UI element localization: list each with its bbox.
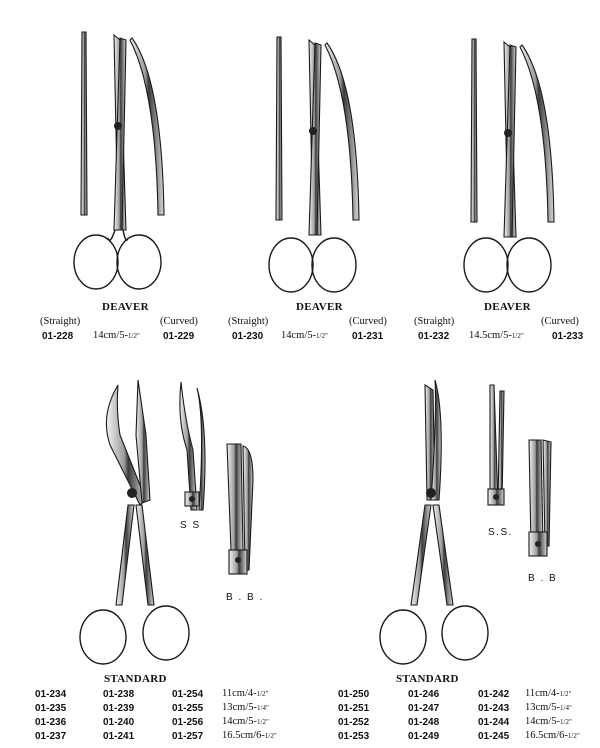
code-cell: 01-245 (478, 731, 510, 742)
deaver-title: DEAVER (484, 301, 531, 313)
code-cell: 01-257 (172, 731, 204, 742)
standard-title: STANDARD (396, 673, 459, 685)
code-cell: 01-236 (35, 717, 67, 728)
size-cell: 16.5cm/6-1/2" (222, 730, 277, 741)
code-cell: 01-243 (478, 703, 510, 714)
size-cell: 11cm/4-1/2" (222, 688, 269, 699)
code-cell: 01-247 (408, 703, 440, 714)
size-cell: 13cm/5-1/4" (525, 702, 572, 713)
code-cell: 01-234 (35, 689, 67, 700)
code-column-2: 01-246 01-247 01-248 01-249 (408, 688, 439, 744)
code-cell: 01-235 (35, 703, 67, 714)
curved-label: (Curved) (541, 316, 579, 327)
code-cell: 01-252 (338, 717, 370, 728)
code-cell: 01-238 (103, 689, 135, 700)
standard-title: STANDARD (104, 673, 167, 685)
deaver-title: DEAVER (102, 301, 149, 313)
curved-code: 01-231 (352, 331, 384, 342)
code-cell: 01-246 (408, 689, 440, 700)
code-column-1: 01-234 01-235 01-236 01-237 (35, 688, 66, 744)
code-cell: 01-249 (408, 731, 440, 742)
code-cell: 01-254 (172, 689, 204, 700)
code-cell: 01-253 (338, 731, 370, 742)
code-column-1: 01-250 01-251 01-252 01-253 (338, 688, 369, 744)
size-column: 11cm/4-1/2" 13cm/5-1/4" 14cm/5-1/2" 16.5… (525, 687, 580, 743)
size-label: 14.5cm/5-1/2" (469, 330, 524, 341)
code-cell: 01-250 (338, 689, 370, 700)
curved-label: (Curved) (160, 316, 198, 327)
code-cell: 01-244 (478, 717, 510, 728)
straight-label: (Straight) (414, 316, 455, 327)
code-cell: 01-239 (103, 703, 135, 714)
code-cell: 01-240 (103, 717, 135, 728)
size-column: 11cm/4-1/2" 13cm/5-1/4" 14cm/5-1/2" 16.5… (222, 687, 277, 743)
size-cell: 13cm/5-1/4" (222, 702, 269, 713)
size-cell: 11cm/4-1/2" (525, 688, 572, 699)
bb-tag: B . B . (226, 592, 264, 603)
code-cell: 01-248 (408, 717, 440, 728)
curved-label: (Curved) (349, 316, 387, 327)
code-cell: 01-256 (172, 717, 204, 728)
size-cell: 14cm/5-1/2" (525, 716, 572, 727)
size-cell: 14cm/5-1/2" (222, 716, 269, 727)
ss-tag: S.S. (488, 527, 513, 538)
curved-code: 01-229 (163, 331, 195, 342)
bb-tag: B . B (528, 573, 558, 584)
size-cell: 16.5cm/6-1/2" (525, 730, 580, 741)
ss-tag: S S (180, 520, 201, 531)
deaver-title: DEAVER (296, 301, 343, 313)
code-cell: 01-251 (338, 703, 370, 714)
code-cell: 01-255 (172, 703, 204, 714)
code-cell: 01-241 (103, 731, 135, 742)
straight-code: 01-232 (418, 331, 450, 342)
code-column-3: 01-254 01-255 01-256 01-257 (172, 688, 203, 744)
straight-code: 01-228 (42, 331, 74, 342)
code-cell: 01-242 (478, 689, 510, 700)
size-label: 14cm/5-1/2" (93, 330, 140, 341)
straight-label: (Straight) (40, 316, 81, 327)
code-column-2: 01-238 01-239 01-240 01-241 (103, 688, 134, 744)
curved-code: 01-233 (552, 331, 584, 342)
straight-label: (Straight) (228, 316, 269, 327)
straight-code: 01-230 (232, 331, 264, 342)
size-label: 14cm/5-1/2" (281, 330, 328, 341)
code-cell: 01-237 (35, 731, 67, 742)
code-column-3: 01-242 01-243 01-244 01-245 (478, 688, 509, 744)
